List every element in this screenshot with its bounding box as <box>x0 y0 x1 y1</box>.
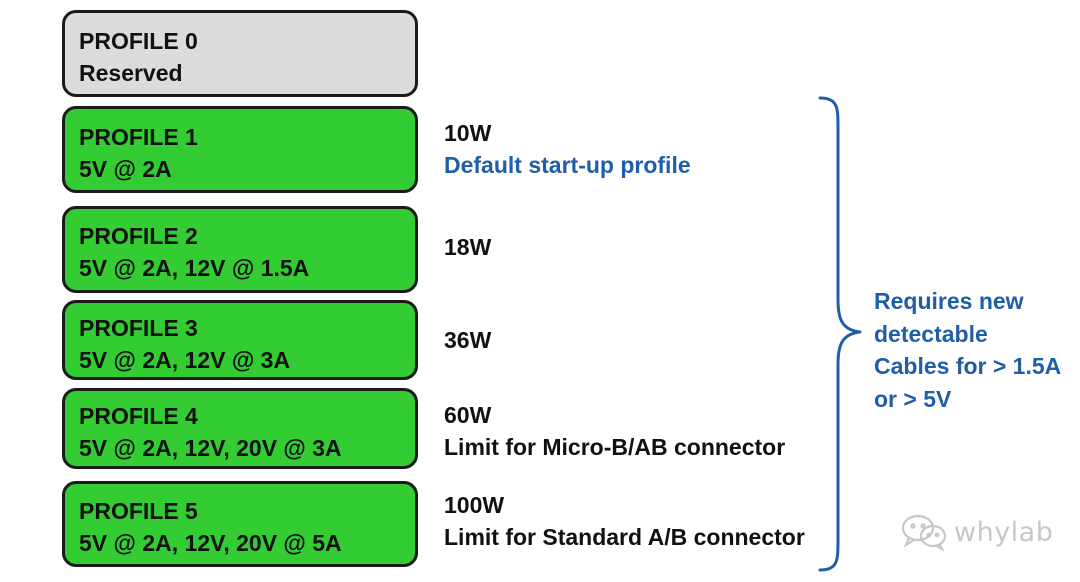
profile-2-box: PROFILE 2 5V @ 2A, 12V @ 1.5A <box>62 206 418 293</box>
profile-3-description: 36W <box>444 324 491 356</box>
profile-detail: 5V @ 2A, 12V, 20V @ 5A <box>79 530 342 556</box>
watermark: whylab <box>900 512 1053 552</box>
brace-note: Requires new detectable Cables for > 1.5… <box>874 285 1061 415</box>
profile-detail: 5V @ 2A, 12V @ 1.5A <box>79 255 310 281</box>
profile-title: PROFILE 1 <box>79 124 198 150</box>
profile-detail: 5V @ 2A, 12V, 20V @ 3A <box>79 435 342 461</box>
profile-1-note: Default start-up profile <box>444 152 691 178</box>
profile-1-power: 10W <box>444 120 492 146</box>
profile-detail: 5V @ 2A <box>79 156 172 182</box>
profile-title: PROFILE 0 <box>79 28 198 54</box>
profile-detail: Reserved <box>79 60 183 86</box>
profile-5-power: 100W <box>444 492 505 518</box>
profile-1-box: PROFILE 1 5V @ 2A <box>62 106 418 193</box>
right-curly-brace <box>818 96 862 572</box>
brace-note-line: Requires new <box>874 288 1024 314</box>
profile-5-note: Limit for Standard A/B connector <box>444 524 805 550</box>
watermark-text: whylab <box>954 516 1054 548</box>
profile-5-description: 100W Limit for Standard A/B connector <box>444 489 805 553</box>
profile-3-box: PROFILE 3 5V @ 2A, 12V @ 3A <box>62 300 418 380</box>
profile-detail: 5V @ 2A, 12V @ 3A <box>79 347 291 373</box>
wechat-icon <box>901 514 947 551</box>
brace-note-line: or > 5V <box>874 385 952 412</box>
profile-1-description: 10W Default start-up profile <box>444 117 691 181</box>
profile-title: PROFILE 4 <box>79 403 198 429</box>
profile-4-description: 60W Limit for Micro-B/AB connector <box>444 399 785 463</box>
profile-4-power: 60W <box>444 402 492 428</box>
profile-0-box: PROFILE 0 Reserved <box>62 10 418 97</box>
profile-2-power: 18W <box>444 234 492 260</box>
profile-4-note: Limit for Micro-B/AB connector <box>444 434 786 460</box>
profile-5-box: PROFILE 5 5V @ 2A, 12V, 20V @ 5A <box>62 481 418 567</box>
profile-title: PROFILE 2 <box>79 223 198 249</box>
profile-3-power: 36W <box>444 327 492 353</box>
profile-title: PROFILE 3 <box>79 315 198 341</box>
profile-title: PROFILE 5 <box>79 498 198 524</box>
brace-note-line: detectable <box>874 320 988 347</box>
profile-4-box: PROFILE 4 5V @ 2A, 12V, 20V @ 3A <box>62 388 418 469</box>
profile-2-description: 18W <box>444 231 491 263</box>
brace-note-line: Cables for > 1.5A <box>874 353 1062 379</box>
